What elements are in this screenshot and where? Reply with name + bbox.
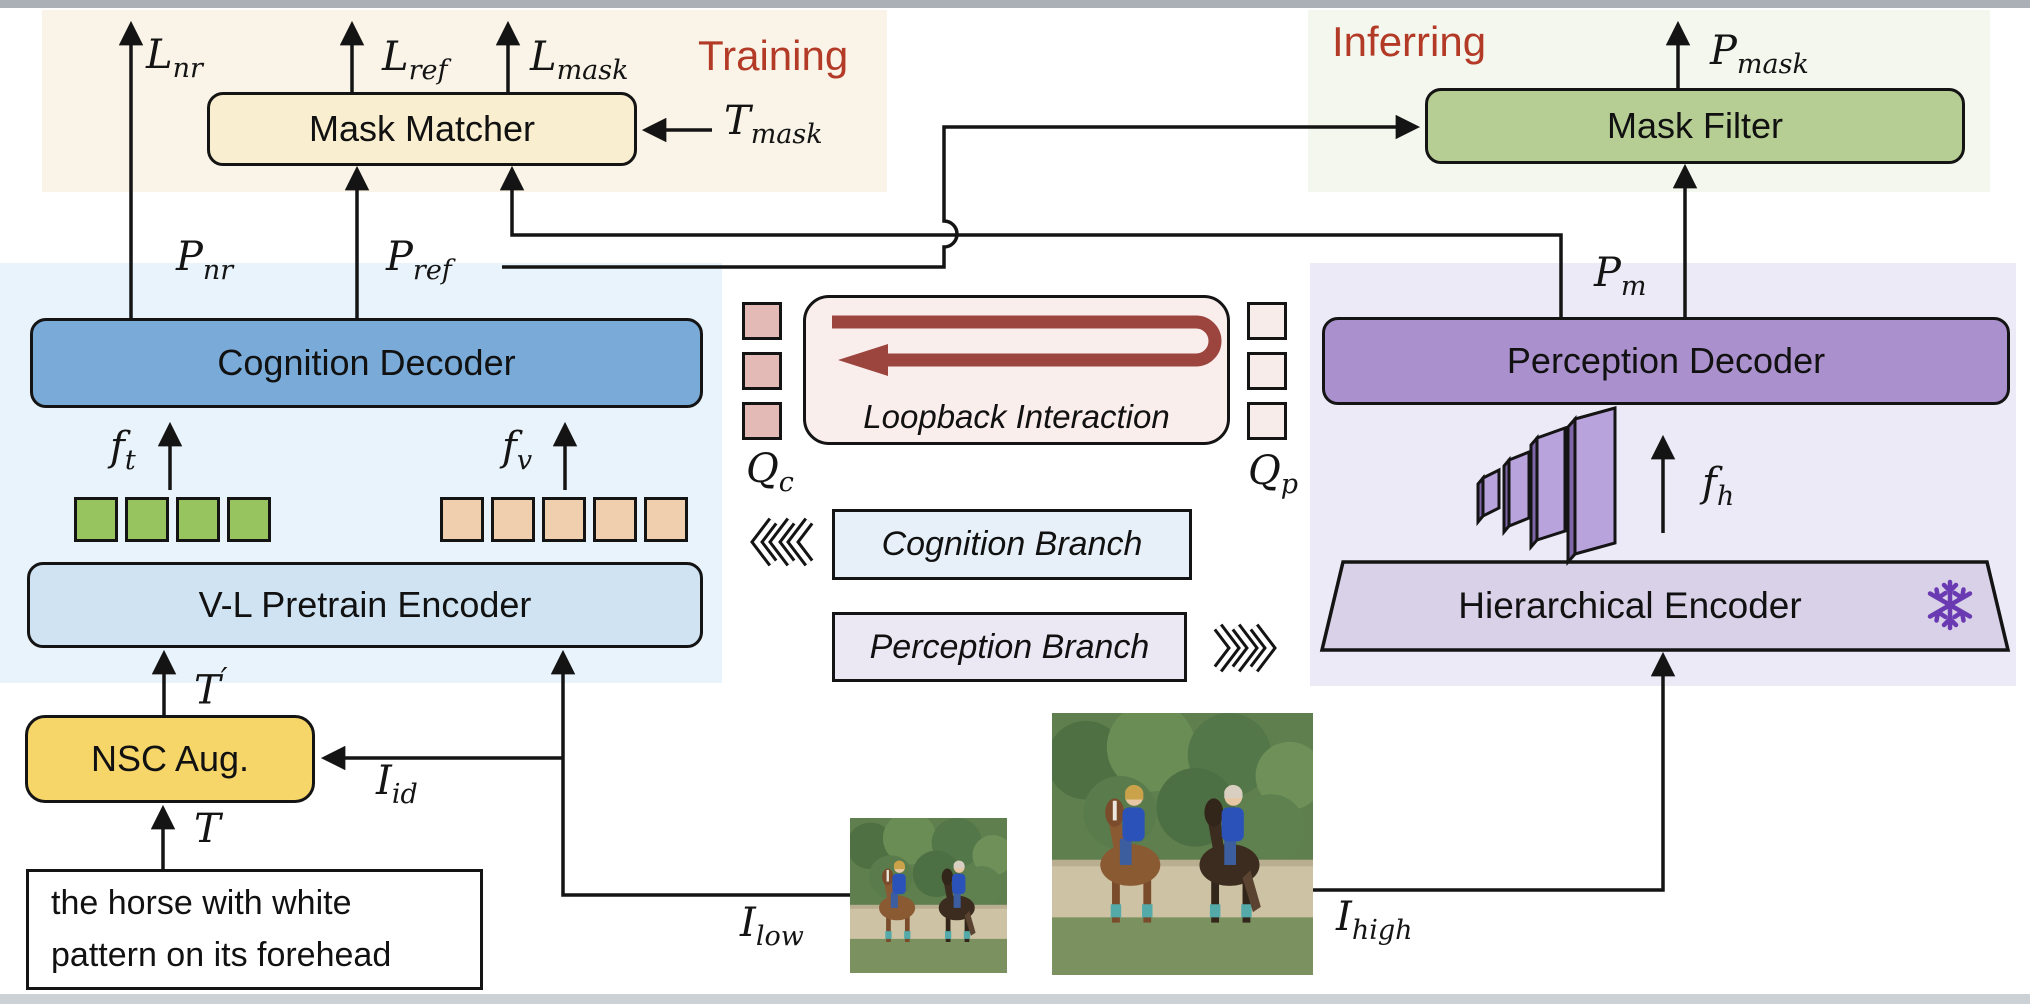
loopback-interaction-label: Loopback Interaction: [863, 398, 1170, 435]
visual-token: [644, 497, 688, 542]
cognition-query-token: [742, 302, 782, 340]
cognition-direction-chevrons-icon: [750, 517, 814, 567]
mask-filter-label: Mask Filter: [1606, 105, 1783, 146]
text-token: [176, 497, 220, 542]
bottom-edge-strip: [0, 994, 2030, 1004]
training-phase-label: Training: [698, 32, 849, 79]
high-res-input-image: [1052, 713, 1313, 975]
label-p-mask: Pmask: [1710, 28, 1809, 80]
cognition-query-token: [742, 352, 782, 390]
low-res-input-image: [850, 818, 1007, 973]
mask-matcher-box: Mask Matcher: [207, 92, 637, 166]
text-token: [74, 497, 118, 542]
label-q-p: Qp: [1248, 448, 1299, 500]
referring-expression-line1: the horse with white: [51, 883, 352, 922]
label-loss-mask: Lmask: [530, 34, 629, 86]
label-i-high: Ihigh: [1336, 894, 1413, 946]
wire-ilow-to-vl-encoder: [550, 649, 850, 897]
referring-expression-line2: pattern on its forehead: [51, 935, 392, 974]
perception-direction-chevrons-icon: [1213, 623, 1277, 673]
text-token: [125, 497, 169, 542]
perception-branch-tag: Perception Branch: [832, 612, 1187, 682]
label-loss-ref: Lref: [382, 34, 448, 86]
mask-matcher-label: Mask Matcher: [308, 108, 536, 149]
cognition-decoder-box: Cognition Decoder: [30, 318, 703, 408]
perception-query-token: [1247, 402, 1287, 440]
label-loss-nr: Lnr: [146, 32, 203, 84]
visual-token: [491, 497, 535, 542]
text-token: [227, 497, 271, 542]
vl-pretrain-encoder-box: V-L Pretrain Encoder: [27, 562, 703, 648]
cognition-branch-tag: Cognition Branch: [832, 509, 1192, 580]
label-i-id: Iid: [376, 758, 418, 810]
visual-token: [440, 497, 484, 542]
referring-text-box: the horse with white pattern on its fore…: [26, 869, 483, 990]
perception-query-token: [1247, 352, 1287, 390]
label-f-v: fv: [502, 424, 533, 476]
top-edge-strip: [0, 0, 2030, 8]
label-q-c: Qc: [746, 446, 794, 498]
referring-expression: the horse with white pattern on its fore…: [29, 878, 391, 981]
visual-token: [593, 497, 637, 542]
label-t: T: [194, 806, 221, 852]
label-f-h: fh: [1702, 460, 1735, 512]
label-t-mask: Tmask: [724, 98, 823, 150]
label-p-ref: Pref: [386, 234, 452, 286]
vl-pretrain-encoder-label: V-L Pretrain Encoder: [198, 584, 532, 625]
perception-query-token: [1247, 302, 1287, 340]
cognition-branch-label: Cognition Branch: [881, 525, 1143, 563]
label-i-low: Ilow: [740, 900, 804, 952]
visual-token: [542, 497, 586, 542]
nsc-aug-label: NSC Aug.: [90, 738, 250, 779]
hierarchical-encoder-label: Hierarchical Encoder: [1458, 585, 1802, 626]
label-t-prime: T′: [194, 662, 228, 714]
cognition-decoder-label: Cognition Decoder: [217, 342, 516, 383]
nsc-aug-box: NSC Aug.: [25, 715, 315, 803]
inferring-phase-label: Inferring: [1332, 18, 1487, 65]
cognition-query-token: [742, 402, 782, 440]
label-f-t: ft: [110, 424, 136, 476]
label-p-m: Pm: [1594, 250, 1647, 302]
mask-filter-box: Mask Filter: [1425, 88, 1965, 164]
perception-decoder-label: Perception Decoder: [1506, 340, 1826, 381]
perception-decoder-box: Perception Decoder: [1322, 317, 2010, 405]
label-p-nr: Pnr: [176, 234, 234, 286]
perception-branch-label: Perception Branch: [869, 627, 1150, 666]
wire-ihigh-to-hier-encoder: [1313, 651, 1676, 892]
